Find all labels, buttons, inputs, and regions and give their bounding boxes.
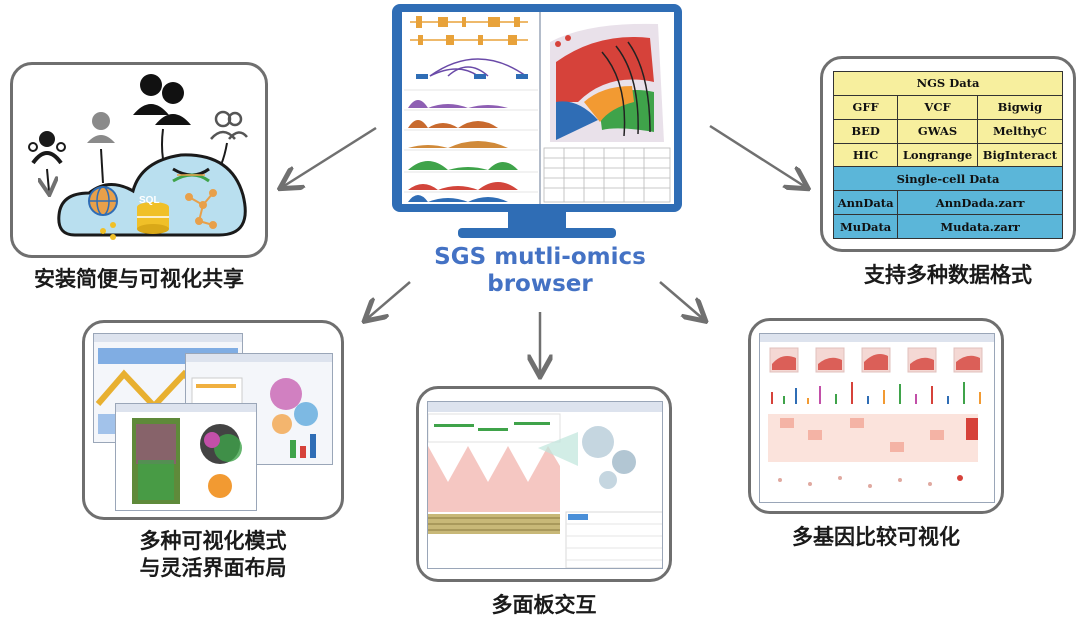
user-group-icon <box>28 131 66 165</box>
arrow-to-formats <box>709 124 804 186</box>
interaction-arcs-track <box>416 58 528 79</box>
data-formats-panel: NGS Data GFF VCF Bigwig BED GWAS MelthyC… <box>820 56 1076 252</box>
arrow-to-multigene <box>659 281 702 318</box>
screenshot-front <box>115 403 257 511</box>
format-cell: Mudata.zarr <box>897 214 1063 239</box>
screenshot-middle <box>185 353 333 465</box>
share-icon <box>100 222 116 240</box>
browser-title-line2: browser <box>487 271 593 297</box>
multigene-screenshot <box>759 333 995 503</box>
multipanel-interaction-panel <box>416 386 672 582</box>
data-formats-table: NGS Data GFF VCF Bigwig BED GWAS MelthyC… <box>832 71 1064 239</box>
format-cell: VCF <box>897 94 978 120</box>
globe-icon <box>88 186 118 216</box>
spatial-plot <box>550 23 664 142</box>
caption-install: 安装简便与可视化共享 <box>34 267 244 291</box>
dna-icon <box>172 167 210 183</box>
database-label: SQL <box>139 195 160 206</box>
caption-formats: 支持多种数据格式 <box>864 263 1032 287</box>
format-cell: AnnDada.zarr <box>897 190 1063 216</box>
browser-monitor-illustration <box>392 4 682 238</box>
format-cell: Bigwig <box>976 94 1064 120</box>
coverage-tracks <box>404 89 538 202</box>
caption-multigene: 多基因比较可视化 <box>792 525 960 549</box>
multipanel-screenshot <box>427 401 663 569</box>
browser-title: SGS mutli-omics browser <box>400 244 680 298</box>
user-icon <box>87 112 115 143</box>
format-cell: BigInteract <box>976 142 1064 168</box>
caption-multipanel: 多面板交互 <box>491 593 597 617</box>
single-cell-header: Single-cell Data <box>833 166 1063 192</box>
users-icon <box>133 74 191 125</box>
format-cell: HIC <box>832 142 899 168</box>
browser-title-line1: SGS mutli-omics <box>434 244 646 270</box>
users-outline-icon <box>210 110 248 140</box>
visualization-modes-panel <box>82 320 344 520</box>
format-cell: BED <box>832 118 899 144</box>
format-cell: GFF <box>832 94 899 120</box>
database-icon <box>137 202 169 234</box>
arrow-to-modes <box>368 281 411 318</box>
ngs-header: NGS Data <box>833 71 1063 96</box>
format-cell: MuData <box>832 214 899 239</box>
format-cell: MelthyC <box>976 118 1064 144</box>
format-cell: GWAS <box>897 118 978 144</box>
caption-modes-line2: 与灵活界面布局 <box>139 556 287 580</box>
install-share-panel: SQL <box>10 62 268 258</box>
caption-modes: 多种可视化模式 与灵活界面布局 <box>82 528 344 582</box>
format-cell: Longrange <box>897 142 978 168</box>
gene-track <box>410 16 528 45</box>
network-icon <box>185 189 217 229</box>
multigene-comparison-panel <box>748 318 1004 514</box>
caption-modes-line1: 多种可视化模式 <box>139 529 287 553</box>
data-table-grid <box>543 147 671 203</box>
arrow-to-install <box>284 126 377 186</box>
format-cell: AnnData <box>832 190 899 216</box>
